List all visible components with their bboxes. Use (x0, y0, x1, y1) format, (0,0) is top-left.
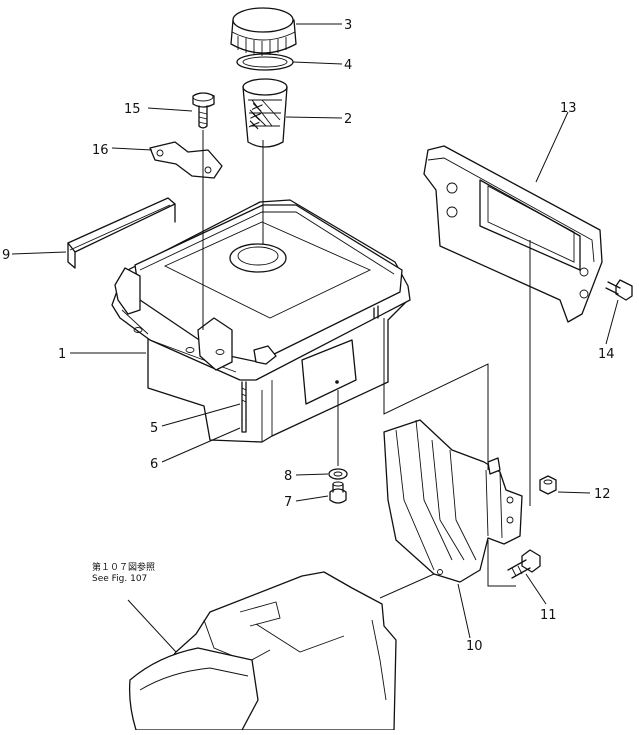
label-11: 11 (540, 608, 557, 623)
label-2: 2 (344, 112, 352, 127)
label-4: 4 (344, 58, 352, 73)
label-9: 9 (2, 248, 10, 263)
reference-japanese: 第１０７図参照 (92, 563, 156, 573)
nut-7 (329, 481, 347, 504)
pin-6 (241, 419, 247, 433)
label-1: 1 (58, 347, 66, 362)
washer-8 (328, 468, 348, 480)
label-7: 7 (284, 495, 292, 510)
label-10: 10 (466, 639, 483, 654)
label-15: 15 (124, 102, 141, 117)
bolt-14 (605, 279, 633, 301)
svg-text:XXX: XXX (247, 102, 266, 131)
stud-5 (241, 381, 247, 421)
reference-english: See Fig. 107 (92, 574, 148, 584)
frame-assembly (128, 571, 397, 731)
plate-16 (149, 141, 223, 179)
nut-12 (539, 475, 557, 495)
filler-cap (230, 7, 297, 56)
label-3: 3 (344, 18, 352, 33)
cap-gasket (236, 53, 294, 71)
fuel-tank (111, 199, 411, 443)
bracket-10 (383, 419, 523, 583)
label-16: 16 (92, 143, 109, 158)
fuel-strainer: XXX (242, 78, 288, 148)
label-13: 13 (560, 101, 577, 116)
assembly-lines (202, 130, 531, 599)
label-5: 5 (150, 421, 158, 436)
cover-13 (423, 145, 603, 323)
bolt-15 (192, 92, 215, 129)
seal-strip-9 (67, 197, 176, 269)
label-14: 14 (598, 347, 615, 362)
figure-reference-note: 第１０７図参照 See Fig. 107 (92, 563, 182, 585)
label-12: 12 (594, 487, 611, 502)
label-6: 6 (150, 457, 158, 472)
bolt-11 (507, 549, 541, 579)
leader-lines (11, 23, 619, 653)
part-number-labels: 3 4 2 15 16 13 9 1 14 5 6 8 7 12 11 10 (2, 18, 615, 654)
label-8: 8 (284, 469, 292, 484)
